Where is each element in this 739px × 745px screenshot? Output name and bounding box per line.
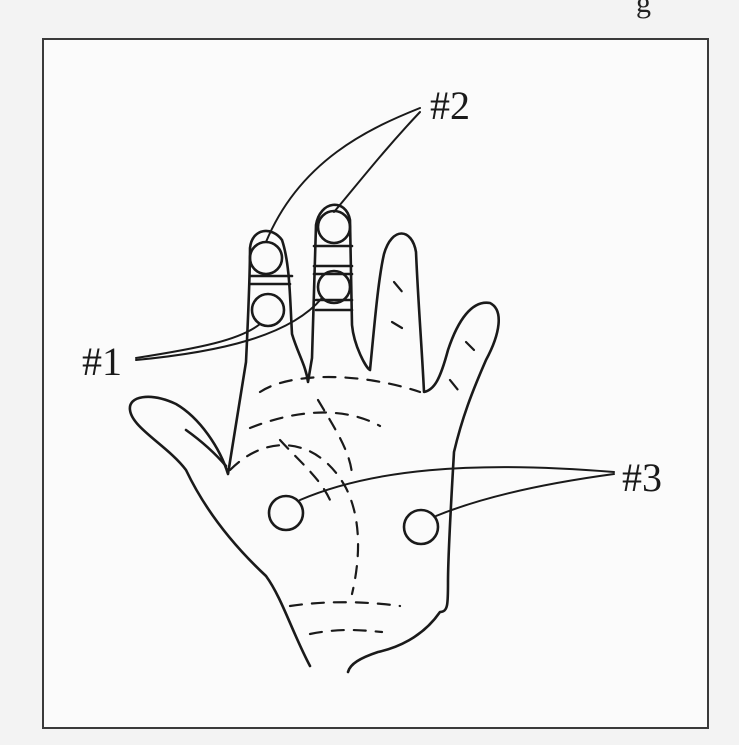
palm-crease-dashed [230,445,358,594]
finger-crease-dashed [466,342,474,350]
marker-circle-2a [250,242,282,274]
leader-line-3 [300,467,614,500]
marker-circle-2b [318,211,350,243]
leader-line-2 [266,108,420,242]
leader-line-1 [136,298,322,360]
finger-crease-dashed [392,322,402,328]
palm-crease-dashed [290,602,400,606]
label-three: #3 [622,458,662,498]
label-two: #2 [430,86,470,126]
marker-circle-1a [252,294,284,326]
palm-crease-dashed [318,400,352,474]
palm-crease-dashed [310,630,382,634]
palm-crease-dashed [250,413,380,428]
thumb-crease-line [186,430,226,466]
leader-line-3 [436,474,614,516]
marker-circle-3b [404,510,438,544]
finger-crease-dashed [394,282,404,294]
palm-crease-dashed [260,377,420,392]
label-one: #1 [82,342,122,382]
finger-crease-dashed [450,380,458,390]
marker-circle-3a [269,496,303,530]
